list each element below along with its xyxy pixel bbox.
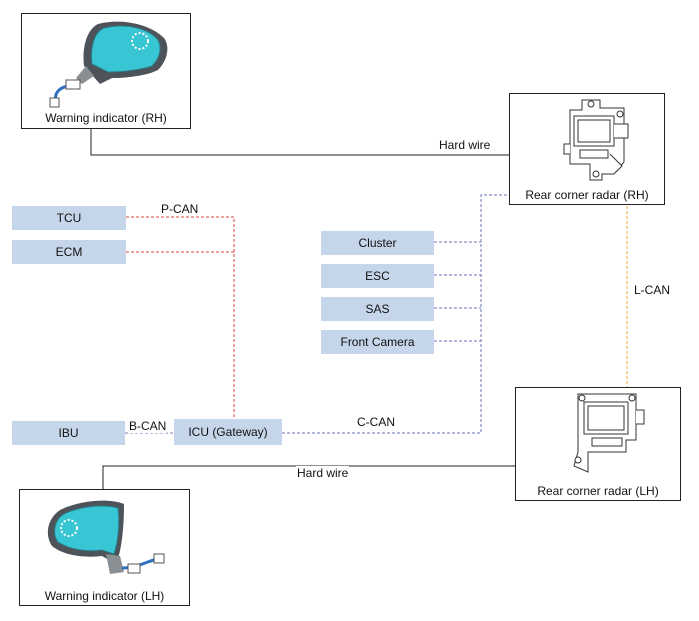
side-mirror-lh-icon [47,500,165,574]
warning-indicator-lh-caption: Warning indicator (LH) [44,589,165,603]
b-can-label: B-CAN [128,419,168,433]
side-mirror-rh-icon [49,21,168,108]
rear-corner-radar-lh-caption: Rear corner radar (LH) [537,484,659,498]
rear-corner-radar-rh-caption: Rear corner radar (RH) [525,188,649,202]
radar-rh-icon [563,99,629,181]
c-can-label: C-CAN [356,415,396,429]
hard-wire-lh-line [102,465,515,489]
ibu-module: IBU [12,421,125,445]
rear-corner-radar-lh-box: Rear corner radar (LH) [515,387,681,501]
sas-module: SAS [321,297,434,321]
c-can-line [282,194,510,434]
warning-indicator-rh-box: Warning indicator (RH) [21,13,191,129]
radar-lh-icon [573,393,645,473]
rear-corner-radar-rh-box: Rear corner radar (RH) [509,93,665,205]
l-can-label: L-CAN [633,283,672,297]
p-can-label: P-CAN [160,202,200,216]
p-can-line [126,216,235,418]
hard-wire-rh-line [90,129,509,156]
icu-gateway-module: ICU (Gateway) [174,419,282,445]
warning-indicator-rh-caption: Warning indicator (RH) [45,111,167,125]
hard-wire-rh-label: Hard wire [438,138,492,152]
front-camera-module: Front Camera [321,330,434,354]
cluster-module: Cluster [321,231,434,255]
tcu-module: TCU [12,206,126,230]
warning-indicator-lh-box: Warning indicator (LH) [19,489,190,606]
ecm-module: ECM [12,240,126,264]
esc-module: ESC [321,264,434,288]
hard-wire-lh-label: Hard wire [296,466,350,480]
